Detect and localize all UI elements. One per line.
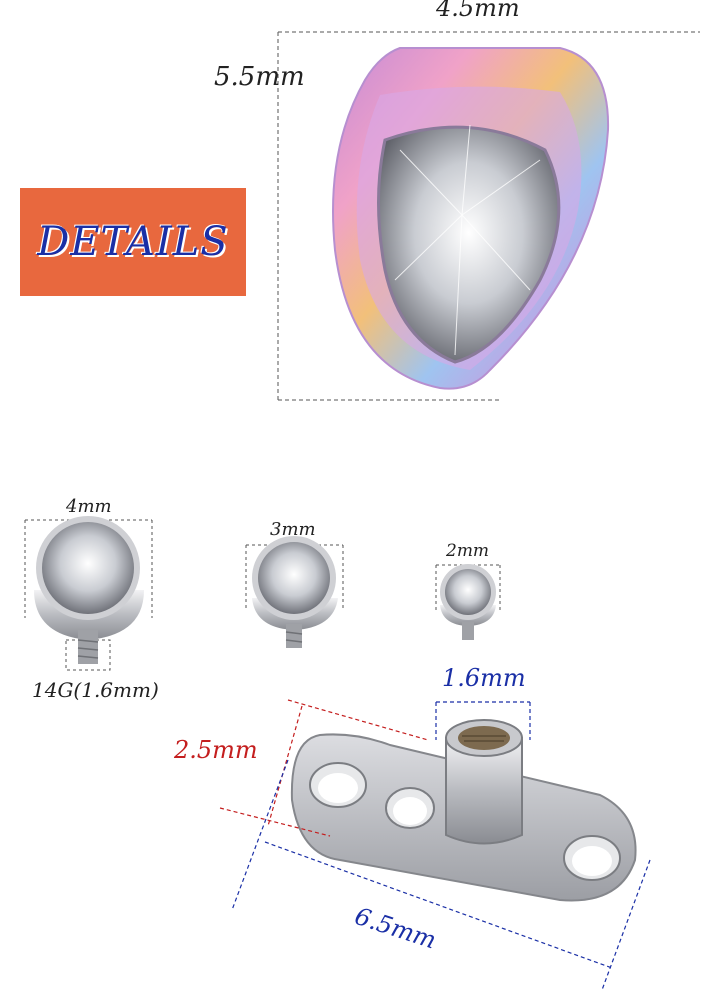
gem-4mm-dimension: [24, 519, 153, 671]
top-gem-width-label: 4.5mm: [436, 0, 520, 22]
round-gem-small-icon: [440, 564, 496, 640]
gem-3mm-label: 3mm: [270, 519, 316, 540]
details-badge: DETAILS: [20, 188, 246, 296]
anchor-post-dimension: [435, 701, 531, 740]
round-gem-mid-icon: [252, 536, 338, 648]
details-label: DETAILS: [37, 219, 229, 265]
dermal-anchor-base-icon: [290, 719, 637, 902]
top-gem-height-label: 5.5mm: [214, 62, 305, 92]
anchor-length-dimension: [231, 759, 651, 991]
thread-gauge-label: 14G(1.6mm): [32, 678, 159, 702]
teardrop-gem-icon: [332, 47, 610, 390]
gem-4mm-label: 4mm: [66, 496, 112, 517]
top-width-dimension: [277, 31, 700, 401]
round-gem-top-icon: [34, 516, 144, 664]
gem-2mm-label: 2mm: [446, 541, 490, 561]
anchor-height-label: 2.5mm: [174, 736, 258, 764]
anchor-height-dimension: [219, 699, 429, 837]
anchor-post-label: 1.6mm: [442, 664, 526, 692]
